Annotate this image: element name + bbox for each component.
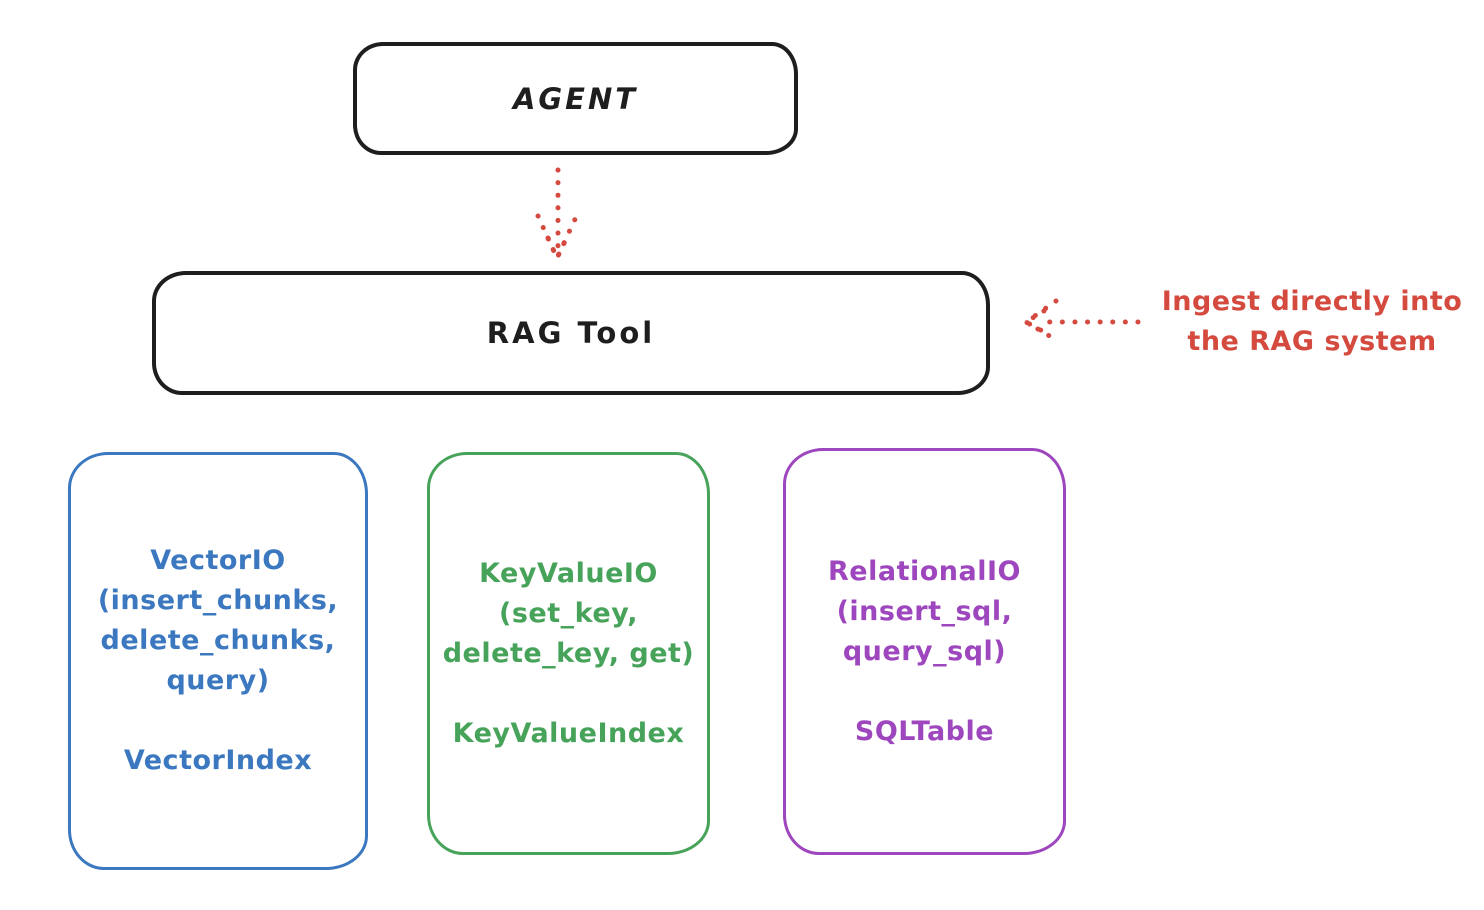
relational-io-title-line: query_sql) [842, 635, 1007, 667]
key-value-io-box: KeyValueIO (set_key, delete_key, get) Ke… [427, 452, 710, 855]
key-value-io-title-line: delete_key, get) [442, 637, 695, 669]
ingest-annotation: Ingest directly into the RAG system [1140, 282, 1484, 362]
sql-table-label: SQLTable [854, 715, 995, 747]
ingest-annotation-line1: Ingest directly into [1161, 286, 1463, 317]
agent-to-rag-dotted-arrow-icon [535, 167, 580, 261]
agent-label: AGENT [512, 81, 639, 116]
vector-io-title-line: (insert_chunks, [97, 585, 339, 616]
rag-tool-box: RAG Tool [152, 271, 990, 395]
vector-io-title-line: query) [166, 665, 270, 696]
ingest-into-rag-dotted-arrow-icon [1023, 298, 1141, 344]
vector-index-label: VectorIndex [123, 745, 313, 776]
relational-io-box: RelationalIO (insert_sql, query_sql) SQL… [783, 448, 1066, 855]
vector-io-title-line: delete_chunks, [100, 625, 336, 656]
agent-box: AGENT [353, 42, 798, 155]
key-value-io-text: KeyValueIO (set_key, delete_key, get) Ke… [443, 554, 695, 754]
rag-tool-label: RAG Tool [486, 316, 656, 350]
key-value-io-title-line: (set_key, [499, 597, 638, 629]
key-value-io-title-line: KeyValueIO [479, 557, 658, 589]
vector-io-text: VectorIO (insert_chunks, delete_chunks, … [98, 541, 338, 781]
key-value-index-label: KeyValueIndex [452, 717, 685, 749]
relational-io-text: RelationalIO (insert_sql, query_sql) SQL… [828, 552, 1021, 752]
vector-io-title-line: VectorIO [150, 545, 286, 576]
relational-io-title-line: RelationalIO [828, 555, 1021, 587]
vector-io-box: VectorIO (insert_chunks, delete_chunks, … [68, 452, 368, 870]
ingest-annotation-line2: the RAG system [1187, 326, 1437, 357]
relational-io-title-line: (insert_sql, [836, 595, 1013, 627]
